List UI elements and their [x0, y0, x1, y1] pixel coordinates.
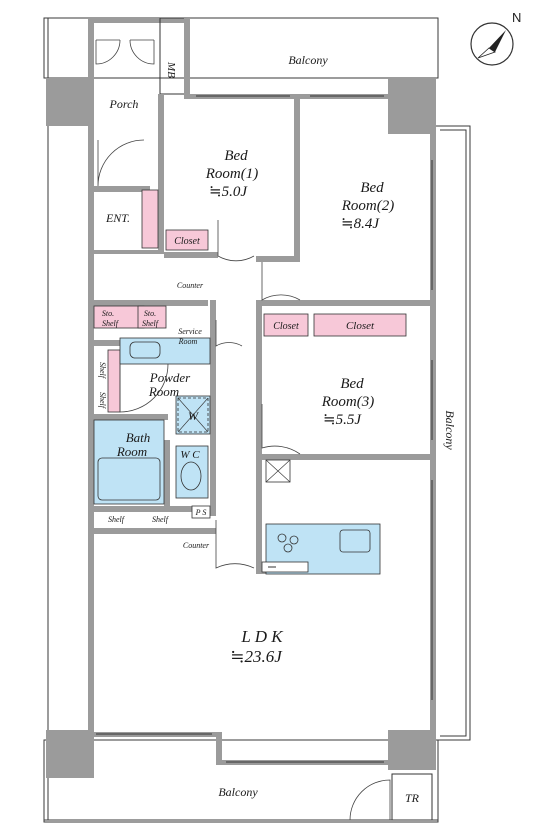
tr-label: TR	[405, 791, 420, 805]
bed3-name-1: Bed	[340, 376, 364, 392]
shelf-h-2-label: Shelf	[152, 515, 170, 524]
wc-label: W C	[180, 449, 200, 461]
closet-2-label: Closet	[273, 321, 299, 332]
service-room-label-2: Room	[178, 337, 198, 346]
room-labels: Balcony Balcony Balcony Porch MB ENT. Be…	[98, 53, 457, 805]
mb-label: MB	[165, 61, 177, 78]
ps-box	[191, 505, 211, 519]
compass-n-label: N	[512, 10, 521, 25]
powder-room-label-1: Powder	[149, 370, 191, 385]
ps-label: P S	[195, 508, 207, 517]
shelf-v-1-label: Shelf	[98, 362, 107, 380]
bed3-size: ≒5.5J	[323, 412, 362, 428]
ent-label: ENT.	[105, 211, 130, 225]
closet-1-label: Closet	[174, 236, 200, 247]
counter-top-label: Counter	[177, 281, 204, 290]
porch-label: Porch	[109, 97, 139, 111]
columns	[46, 78, 436, 778]
bath-room-label-1: Bath	[126, 430, 151, 445]
bed3-name-2: Room(3)	[321, 394, 375, 410]
storage-areas	[93, 189, 407, 413]
bed1-name-2: Room(1)	[205, 166, 259, 182]
balcony-top-label: Balcony	[288, 53, 328, 67]
windows	[96, 95, 433, 763]
bed2-name-2: Room(2)	[341, 198, 395, 214]
shelf-sto-1-label: Shelf	[102, 319, 120, 328]
bed2-size: ≒8.4J	[341, 216, 380, 232]
ldk-name-label: L D K	[240, 627, 284, 646]
balcony-right-label: Balcony	[443, 410, 457, 450]
sto-2-label: Sto.	[144, 309, 156, 318]
counter-bottom-label: Counter	[183, 541, 210, 550]
closet-3-label: Closet	[346, 320, 375, 332]
sto-1-label: Sto.	[102, 309, 114, 318]
bed1-size: ≒5.0J	[209, 184, 248, 200]
tr-box	[391, 773, 433, 821]
powder-room-label-2: Room	[148, 384, 179, 399]
shelf-v-2-label: Shelf	[98, 392, 107, 410]
ldk-size-label: ≒23.6J	[230, 647, 283, 666]
service-room-label-1: Service	[178, 327, 202, 336]
doors	[95, 39, 391, 821]
shelf-h-1-label: Shelf	[108, 515, 126, 524]
bed1-name-1: Bed	[224, 148, 248, 164]
balcony-bottom-label: Balcony	[218, 785, 258, 799]
balcony-outlines	[43, 17, 471, 823]
washer-space	[177, 397, 209, 433]
vent-box	[265, 459, 291, 483]
bed2-name-1: Bed	[360, 180, 384, 196]
shelf-sto-2-label: Shelf	[142, 319, 160, 328]
bath-room-label-2: Room	[116, 444, 147, 459]
compass-icon: N	[470, 10, 521, 66]
washer-label: W	[188, 409, 199, 423]
